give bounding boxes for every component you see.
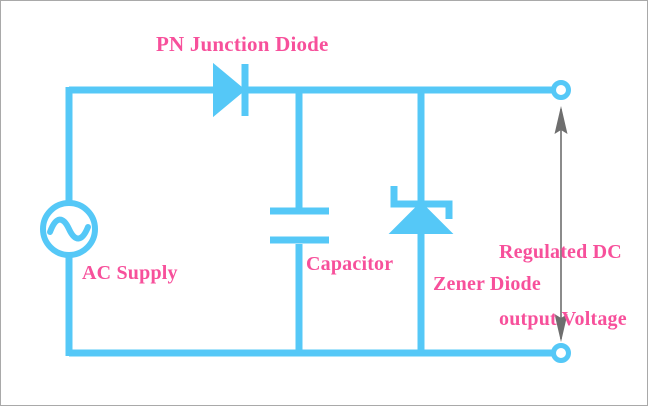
- zener-diode: [388, 186, 454, 234]
- ac-source-circle: [40, 200, 98, 258]
- ac-supply-source: [40, 200, 98, 258]
- voltage-arrow-head-down: [554, 314, 568, 342]
- sine-wave-icon: [47, 216, 91, 242]
- output-terminals: [551, 80, 571, 363]
- label-capacitor: Capacitor: [306, 253, 394, 275]
- output-terminal-top: [551, 80, 571, 100]
- wire-group: [65, 86, 557, 357]
- pn-junction-diode: [213, 62, 249, 118]
- voltage-arrow-head-up: [554, 106, 568, 134]
- zener-triangle-icon: [388, 201, 454, 234]
- label-zener-diode: Zener Diode: [433, 273, 541, 295]
- zener-cathode-bar-icon: [390, 186, 453, 219]
- label-regulated-output-line1: Regulated DC: [499, 240, 622, 263]
- label-ac-supply: AC Supply: [82, 262, 178, 284]
- output-voltage-arrow: [554, 106, 568, 342]
- label-pn-junction-diode: PN Junction Diode: [156, 32, 329, 56]
- capacitor: [270, 207, 329, 244]
- label-regulated-output-voltage: Regulated DC output Voltage: [499, 196, 627, 375]
- diode-triangle-icon: [213, 62, 246, 118]
- output-terminal-bottom: [551, 343, 571, 363]
- label-regulated-output-line2: output Voltage: [499, 307, 627, 330]
